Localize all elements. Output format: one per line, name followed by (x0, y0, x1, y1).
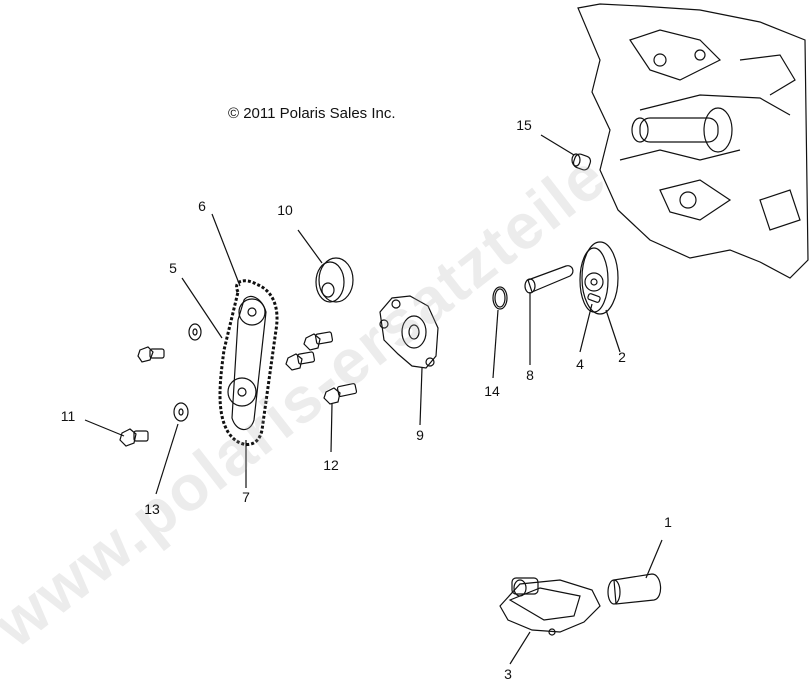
callout-7: 7 (242, 489, 250, 505)
callout-10: 10 (277, 202, 293, 218)
callout-3: 3 (504, 666, 512, 682)
part-15-bushing (540, 134, 592, 171)
callout-4: 4 (576, 356, 584, 372)
callout-9: 9 (416, 427, 424, 443)
part-11-bolt (84, 419, 149, 447)
part-1-pipe (607, 539, 663, 605)
part-14-oring (492, 286, 508, 379)
part-3-strainer (499, 577, 601, 665)
part-2-rotor (579, 241, 621, 353)
callout-2: 2 (618, 349, 626, 365)
callout-13: 13 (144, 501, 160, 517)
copyright-notice: © 2011 Polaris Sales Inc. (228, 105, 396, 122)
bolt-pair (285, 331, 334, 371)
callout-15: 15 (516, 117, 532, 133)
part-8-shaft (524, 265, 574, 365)
part-4-pin (579, 293, 601, 353)
callout-6: 6 (198, 198, 206, 214)
part-12-bolt (323, 383, 358, 453)
callout-8: 8 (526, 367, 534, 383)
part-10-spacer (297, 229, 354, 303)
callout-1: 1 (664, 514, 672, 530)
engine-block (577, 3, 809, 279)
bolt-upper-left (137, 346, 165, 363)
part-9-pump-cover (379, 295, 439, 426)
part-13-washer (155, 402, 189, 495)
callout-12: 12 (323, 457, 339, 473)
callout-5: 5 (169, 260, 177, 276)
part-5-washer (181, 277, 223, 341)
callout-14: 14 (484, 383, 500, 399)
part-6-7-chain (211, 213, 279, 488)
callout-11: 11 (60, 408, 76, 424)
